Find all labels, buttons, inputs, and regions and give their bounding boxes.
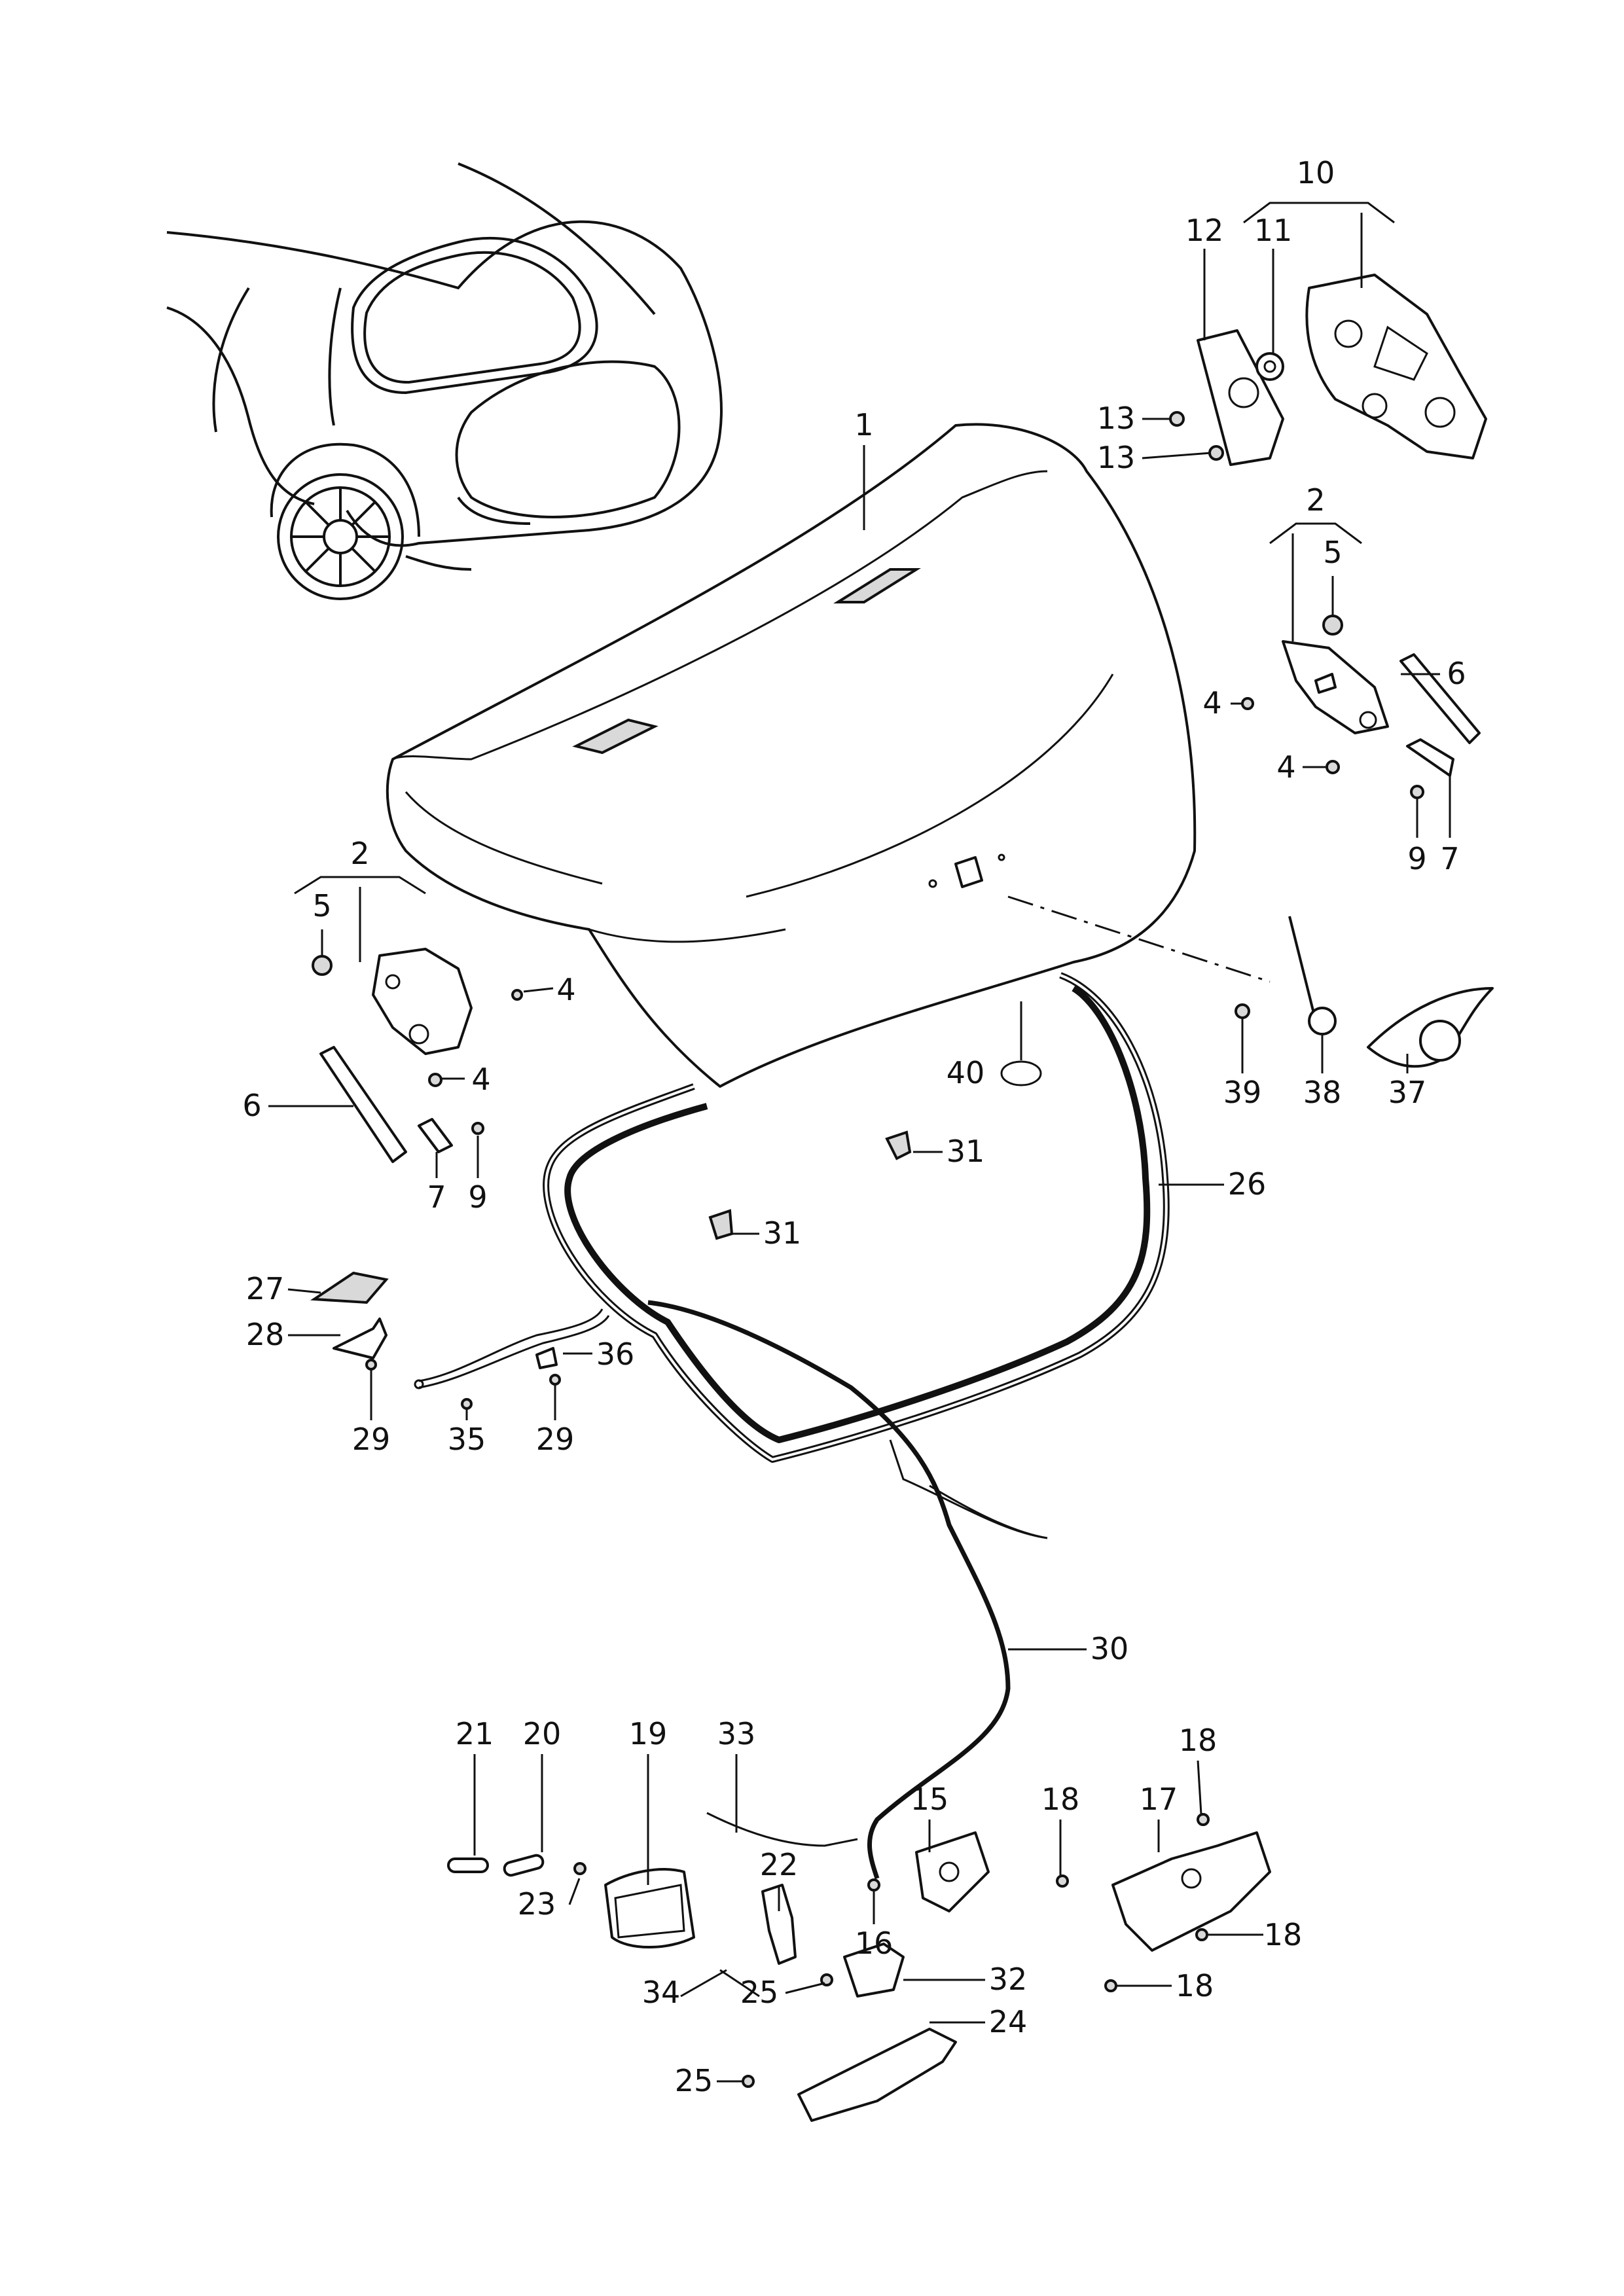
callout-18-left: 18 xyxy=(1041,1782,1080,1817)
callout-13-lower: 13 xyxy=(1097,440,1136,475)
callout-17: 17 xyxy=(1140,1782,1178,1817)
callout-35: 35 xyxy=(448,1422,486,1457)
callout-37: 37 xyxy=(1388,1075,1427,1110)
callout-25-lower: 25 xyxy=(675,2063,713,2098)
trunk-seal xyxy=(543,972,1170,1463)
callout-7-right: 7 xyxy=(1440,841,1459,876)
callout-18-right: 18 xyxy=(1264,1917,1303,1952)
callout-19: 19 xyxy=(629,1716,668,1751)
callout-40: 40 xyxy=(947,1055,985,1090)
soft-close-motor-assembly xyxy=(1169,274,1487,466)
callout-26: 26 xyxy=(1228,1166,1267,1202)
lock-and-handle-parts xyxy=(447,1812,1271,2122)
callout-2-right: 2 xyxy=(1306,482,1325,518)
callout-12: 12 xyxy=(1185,213,1224,248)
callout-10: 10 xyxy=(1297,155,1335,190)
emblem-axis-line xyxy=(1007,895,1271,983)
callout-labels: 1 2 2 4 4 4 4 5 5 6 6 7 7 9 9 10 11 12 1… xyxy=(242,155,1466,2098)
callout-16: 16 xyxy=(855,1926,893,1961)
callout-23: 23 xyxy=(518,1886,556,1922)
grommets xyxy=(708,1060,1042,1240)
callout-11: 11 xyxy=(1254,213,1293,248)
callout-31-upper: 31 xyxy=(947,1134,985,1169)
callout-33: 33 xyxy=(717,1716,756,1751)
callout-29-right: 29 xyxy=(536,1422,575,1457)
callout-18-bottom: 18 xyxy=(1176,1968,1214,2003)
callout-7-left: 7 xyxy=(427,1179,446,1215)
callout-36: 36 xyxy=(596,1336,635,1372)
callout-4-right-upper: 4 xyxy=(1202,685,1221,721)
callout-2-left: 2 xyxy=(350,836,369,871)
callout-5-left: 5 xyxy=(312,888,331,924)
callout-1: 1 xyxy=(854,407,873,442)
callout-21: 21 xyxy=(456,1716,494,1751)
callout-38: 38 xyxy=(1303,1075,1342,1110)
callout-31-lower: 31 xyxy=(763,1215,802,1251)
callout-13-upper: 13 xyxy=(1097,401,1136,436)
emblem-assembly xyxy=(1235,916,1494,1068)
callout-30: 30 xyxy=(1091,1631,1129,1666)
callout-15: 15 xyxy=(911,1782,949,1817)
callout-34: 34 xyxy=(642,1975,681,2010)
callout-4-left-upper: 4 xyxy=(556,972,575,1007)
callout-5-right: 5 xyxy=(1323,535,1342,570)
trunk-lid xyxy=(386,423,1197,1088)
callout-4-right-lower: 4 xyxy=(1276,749,1295,785)
callout-20: 20 xyxy=(523,1716,562,1751)
lower-left-parts xyxy=(310,1271,561,1410)
callout-27: 27 xyxy=(246,1271,285,1306)
callout-18-top: 18 xyxy=(1179,1723,1218,1758)
leader-lines xyxy=(268,202,1451,2083)
callout-25-upper: 25 xyxy=(740,1975,779,2010)
callout-22: 22 xyxy=(760,1847,799,1882)
callout-32: 32 xyxy=(989,1962,1028,1997)
release-cables xyxy=(414,1300,1048,1880)
callout-4-left-lower: 4 xyxy=(471,1062,490,1097)
callout-28: 28 xyxy=(246,1317,285,1352)
callout-39: 39 xyxy=(1223,1075,1262,1110)
callout-24: 24 xyxy=(989,2004,1028,2039)
callout-29-left: 29 xyxy=(352,1422,391,1457)
hinge-left-assembly xyxy=(312,948,523,1163)
callout-6-left: 6 xyxy=(242,1088,261,1123)
callout-9-left: 9 xyxy=(468,1179,487,1215)
callout-6-right: 6 xyxy=(1447,656,1466,691)
hinge-right-assembly xyxy=(1241,615,1481,799)
callout-9-right: 9 xyxy=(1407,841,1426,876)
car-reference-illustration xyxy=(166,162,723,600)
